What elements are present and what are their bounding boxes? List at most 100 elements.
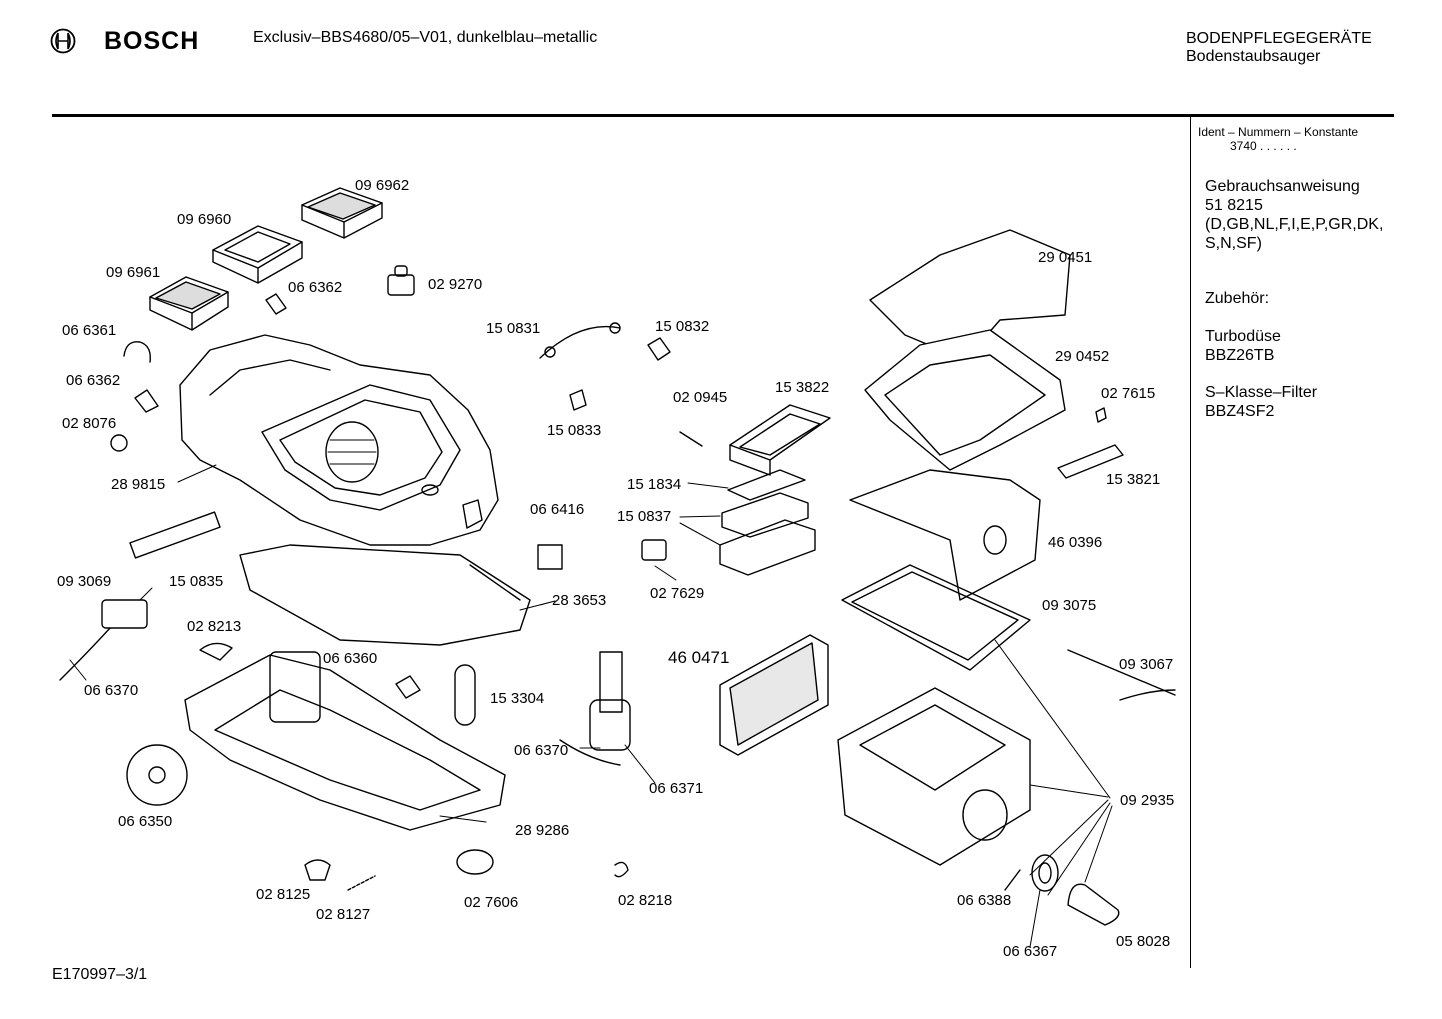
part-label: 06 6361 [62, 322, 117, 339]
filter-strip-part [129, 511, 221, 559]
clip-part [1095, 407, 1107, 423]
part-label: 02 8218 [618, 892, 673, 909]
subcategory-title: Bodenstaubsauger [1186, 48, 1321, 65]
part-label: 02 8076 [62, 415, 117, 432]
bosch-logo-icon [50, 28, 76, 54]
plug-part [641, 539, 667, 561]
part-label: 46 0471 [668, 648, 730, 667]
ident-value: 3740 . . . . . . [1230, 139, 1297, 153]
model-title: Exclusiv–BBS4680/05–V01, dunkelblau–meta… [253, 29, 598, 46]
latch-part [265, 293, 287, 315]
part-label: 09 3067 [1119, 656, 1174, 673]
part-label: 06 6370 [514, 742, 569, 759]
part-label: 05 8028 [1116, 933, 1171, 950]
part-label: 28 9815 [111, 476, 166, 493]
part-label: 02 8125 [256, 886, 311, 903]
motor-part [559, 651, 631, 766]
part-label: 09 6960 [177, 211, 232, 228]
part-label: 15 1834 [627, 476, 682, 493]
header-divider [52, 114, 1394, 117]
clip-part [1004, 869, 1021, 891]
spring-part [347, 875, 376, 891]
top-housing-part [179, 334, 499, 546]
category-title: BODENPFLEGEGERÄTE [1186, 30, 1372, 47]
part-label: 06 6367 [1003, 943, 1058, 960]
brand-name: BOSCH [104, 27, 200, 55]
bracket-part [454, 664, 476, 726]
part-label: 29 0452 [1055, 348, 1110, 365]
bag-container-part [837, 687, 1031, 866]
base-plate-part [239, 544, 531, 646]
part-label: 15 0831 [486, 320, 541, 337]
filter-mat-part [727, 469, 806, 501]
ident-label: Ident – Nummern – Konstante [1198, 125, 1359, 139]
exhaust-filter-part [729, 404, 831, 476]
part-label: 15 0835 [169, 573, 224, 590]
filter-mat-part [719, 519, 816, 576]
seal-part [199, 642, 233, 661]
part-label: 06 6350 [118, 813, 173, 830]
cable-part [1067, 649, 1176, 696]
accessory-name-2: S–Klasse–Filter [1205, 384, 1318, 401]
manual-languages-line2: S,N,SF) [1205, 235, 1262, 252]
part-label: 02 8127 [316, 906, 371, 923]
part-label: 06 6371 [649, 780, 704, 797]
part-label: 02 8213 [187, 618, 242, 635]
part-label: 46 0396 [1048, 534, 1103, 551]
part-label: 15 0837 [617, 508, 672, 525]
drawing-id: E170997–3/1 [52, 966, 148, 983]
part-label: 06 6360 [323, 650, 378, 667]
part-label: 29 0451 [1038, 249, 1093, 266]
part-label: 09 3075 [1042, 597, 1097, 614]
wheel-part [126, 744, 188, 806]
sidebar-divider [1190, 116, 1191, 968]
part-label: 06 6416 [530, 501, 585, 518]
part-label: 28 9286 [515, 822, 570, 839]
accessory-code-1: BBZ26TB [1205, 347, 1275, 364]
cable-plug-part [59, 599, 148, 681]
hook-part [614, 861, 629, 878]
part-label: 09 6962 [355, 177, 410, 194]
spring-link-part [539, 325, 621, 359]
clip-part [123, 341, 151, 363]
catch-part [569, 389, 587, 411]
switch-part [387, 265, 415, 296]
part-label: 02 0945 [673, 389, 728, 406]
part-label: 15 3304 [490, 690, 545, 707]
part-label: 02 9270 [428, 276, 483, 293]
manual-languages-line1: (D,GB,NL,F,I,E,P,GR,DK, [1205, 216, 1384, 233]
part-label: 06 6362 [288, 279, 343, 296]
part-label: 15 0833 [547, 422, 602, 439]
latch-part [134, 389, 159, 413]
part-label: 09 6961 [106, 264, 161, 281]
part-label: 15 0832 [655, 318, 710, 335]
part-label: 15 3822 [775, 379, 830, 396]
part-label: 09 2935 [1120, 792, 1175, 809]
bracket-part [1067, 883, 1120, 926]
part-label: 06 6362 [66, 372, 121, 389]
part-label: 09 3069 [57, 573, 112, 590]
lid-part [864, 229, 1071, 471]
part-label: 28 3653 [552, 592, 607, 609]
dust-bag-part [849, 469, 1041, 601]
accessory-code-2: BBZ4SF2 [1205, 403, 1275, 420]
filter-grille-part [301, 187, 383, 239]
leader-lines [69, 464, 1113, 948]
accessories-label: Zubehör: [1205, 290, 1270, 307]
part-label: 02 7615 [1101, 385, 1156, 402]
manual-number: 51 8215 [1205, 197, 1263, 214]
filter-mat-part [721, 492, 809, 538]
part-label: 02 7606 [464, 894, 519, 911]
filter-cover-part [212, 225, 303, 284]
chassis-part [184, 651, 506, 831]
knob-part [110, 434, 128, 452]
pin-part [679, 431, 703, 447]
gear-part [395, 675, 421, 699]
gasket-part [841, 564, 1031, 671]
flap-part [1057, 444, 1124, 479]
part-label: 06 6370 [84, 682, 139, 699]
clamp-part [304, 859, 331, 881]
catch-part [647, 337, 671, 361]
part-label: 15 3821 [1106, 471, 1161, 488]
